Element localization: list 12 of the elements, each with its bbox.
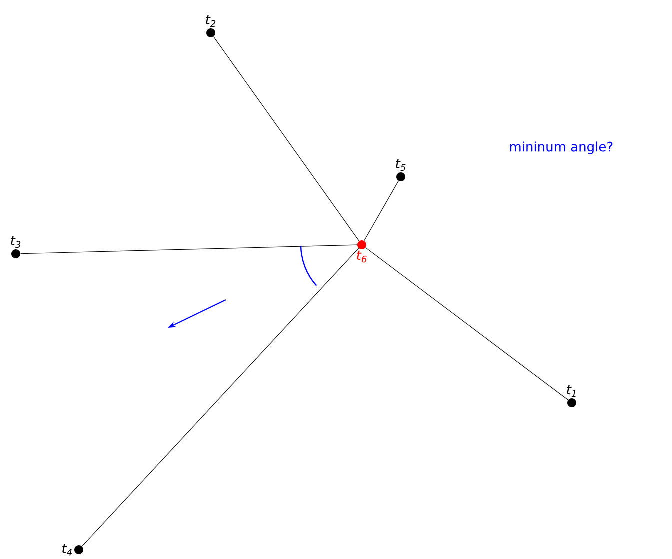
- line: [365, 248, 569, 400]
- line: [20, 244, 358, 254]
- node-label: t$_{1}$: [567, 385, 576, 398]
- node-label: t$_{6}$: [357, 250, 367, 263]
- node-label: t$_{2}$: [206, 15, 216, 28]
- node-label: t$_{3}$: [11, 236, 21, 248]
- line: [82, 248, 360, 547]
- line: [364, 180, 399, 242]
- line: [213, 36, 360, 242]
- node-label: t$_{5}$: [396, 159, 406, 172]
- node-label: t$_{4}$: [62, 544, 72, 556]
- note-text: mininum angle?: [510, 142, 613, 154]
